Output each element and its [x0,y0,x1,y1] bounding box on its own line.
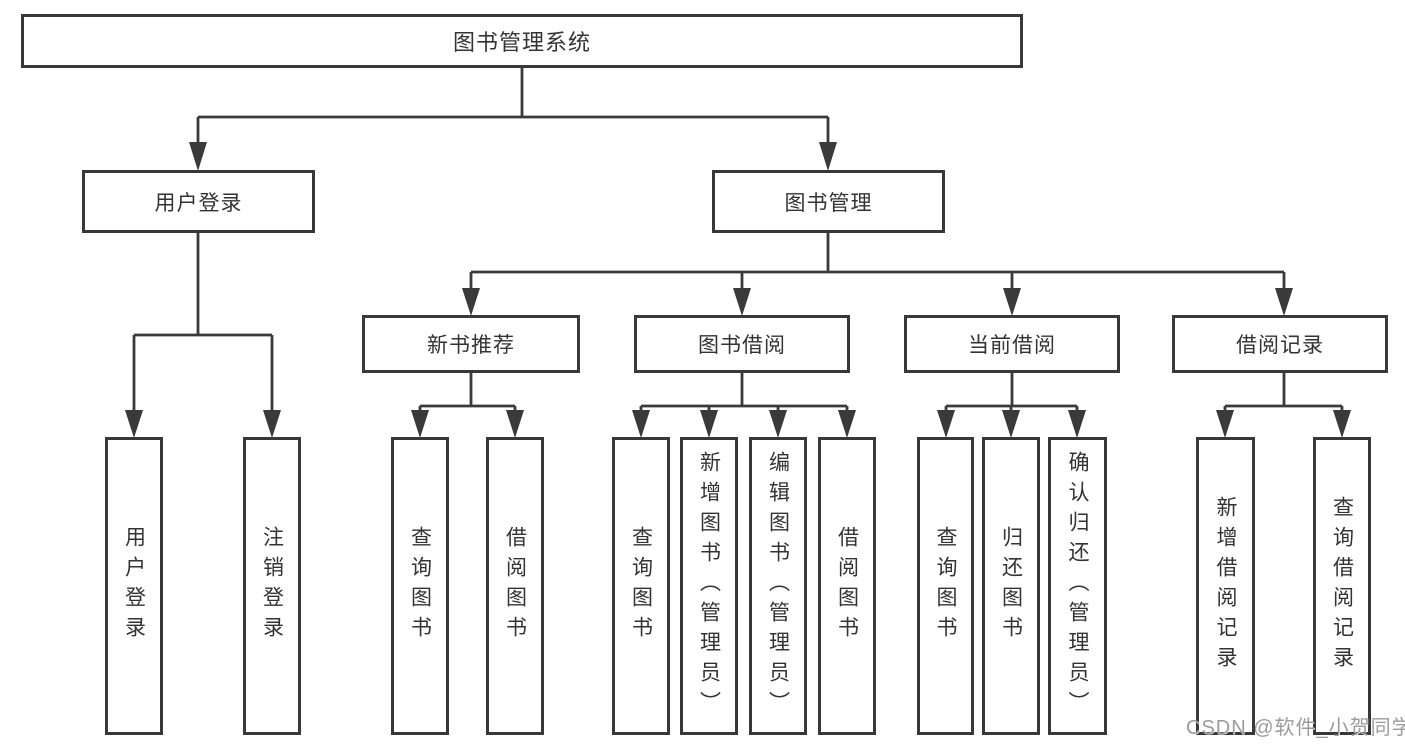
node-label: 查询图书 [934,526,957,646]
leaf-edit-book-admin: 编辑图书（管理员） [749,437,807,735]
node-label: 注销登录 [260,526,284,646]
node-current-borrowing: 当前借阅 [904,315,1120,373]
node-label: 查询借阅记录 [1330,496,1354,676]
leaf-return-book: 归还图书 [982,437,1040,735]
node-new-book-recommendation: 新书推荐 [362,315,580,373]
node-label: 图书管理系统 [452,30,591,55]
node-label: 新书推荐 [427,334,515,357]
node-book-borrowing: 图书借阅 [634,315,850,373]
node-book-management-system: 图书管理系统 [21,14,1023,68]
leaf-query-books-current: 查询图书 [917,437,974,735]
node-label: 用户登录 [154,191,243,215]
node-book-management: 图书管理 [712,170,945,233]
node-label: 借阅图书 [503,526,527,646]
leaf-borrow-books-recommend: 借阅图书 [486,437,544,735]
leaf-borrow-books-borrowing: 借阅图书 [818,437,876,735]
node-label: 图书借阅 [698,334,786,357]
watermark: CSDN @软件_小贺同学 [1186,717,1405,739]
node-label: 编辑图书（管理员） [766,451,790,721]
leaf-add-borrow-record: 新增借阅记录 [1196,437,1255,735]
node-label: 查询图书 [629,526,653,646]
node-label: 确认归还（管理员） [1066,451,1089,721]
node-label: 图书管理 [784,191,873,215]
leaf-add-book-admin: 新增图书（管理员） [680,437,738,735]
node-label: 查询图书 [408,526,432,646]
leaf-logout: 注销登录 [243,437,301,735]
leaf-query-books-borrowing: 查询图书 [612,437,670,735]
node-label: 借阅记录 [1236,334,1324,357]
leaf-query-borrow-record: 查询借阅记录 [1313,437,1371,735]
node-user-login: 用户登录 [82,170,315,233]
leaf-query-books-recommend: 查询图书 [391,437,449,735]
node-label: 新增借阅记录 [1214,496,1237,676]
node-borrowing-records: 借阅记录 [1172,315,1388,373]
node-label: 归还图书 [999,526,1023,646]
node-label: 当前借阅 [968,334,1056,357]
leaf-user-login: 用户登录 [105,437,163,735]
node-label: 借阅图书 [835,526,859,646]
leaf-confirm-return-admin: 确认归还（管理员） [1048,437,1107,735]
node-label: 新增图书（管理员） [697,451,721,721]
node-label: 用户登录 [122,526,146,646]
